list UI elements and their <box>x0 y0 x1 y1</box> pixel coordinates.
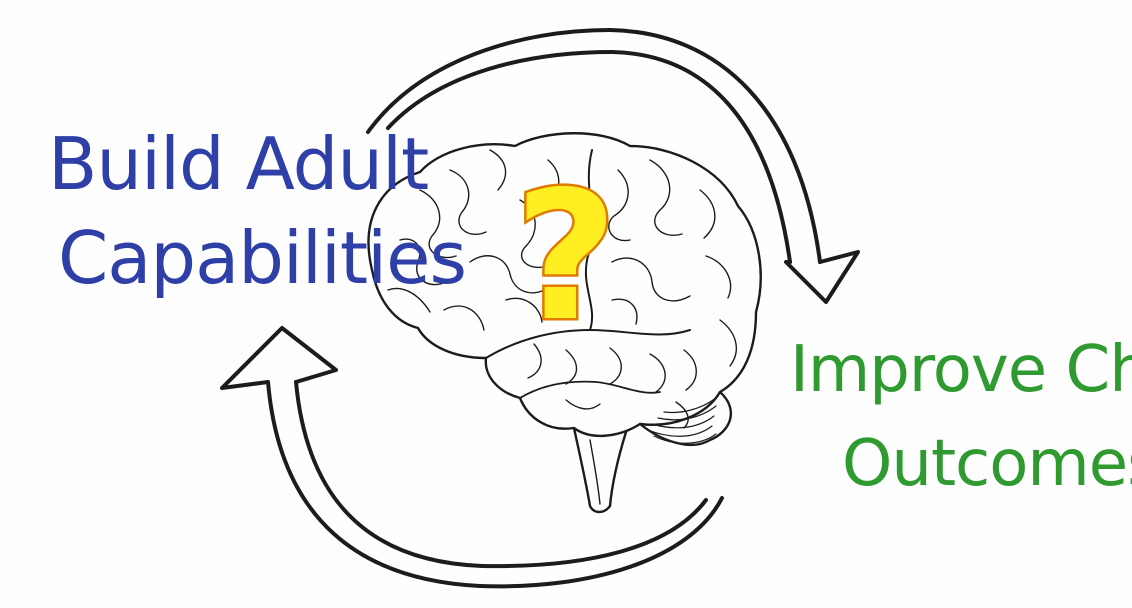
left-label-line1: Build Adult <box>48 122 429 206</box>
bottom-cycle-arrow <box>220 326 724 589</box>
top-cycle-arrow <box>366 28 860 304</box>
right-label-line1: Improve Child <box>790 333 1132 407</box>
improve-child-outcomes-label: Improve Child Outcomes <box>790 338 1132 496</box>
build-adult-capabilities-label: Build Adult Capabilities <box>48 122 467 300</box>
left-label-line2: Capabilities <box>58 216 467 300</box>
question-mark: ? <box>514 153 617 360</box>
right-label-line2: Outcomes <box>842 427 1132 501</box>
brain-icon <box>367 132 762 514</box>
